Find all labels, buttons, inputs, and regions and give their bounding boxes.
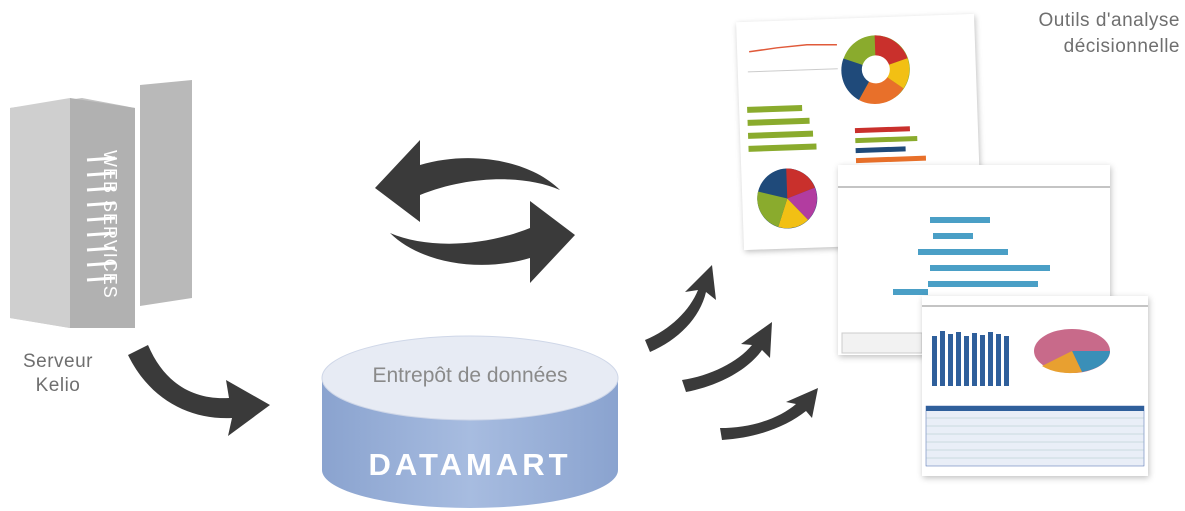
- age-pyramid-mini-chart: [838, 186, 1110, 354]
- sync-arrows-icon: [375, 140, 575, 283]
- pie-chart-icon: [757, 168, 818, 229]
- arrows-to-tools-icon: [645, 265, 818, 440]
- table-report-mini: [922, 305, 1148, 467]
- pie-3d-icon: [1034, 329, 1110, 374]
- server-icon: [10, 98, 135, 328]
- server-label: Serveur Kelio: [22, 351, 94, 396]
- dashboard-mini-charts: [747, 35, 927, 229]
- datamart-label: DATAMART: [368, 447, 572, 482]
- tools-label: Outils d'analyse décisionnelle: [1038, 10, 1180, 57]
- arrow-to-datamart-icon: [128, 345, 270, 436]
- report-sheet-table: [922, 296, 1148, 476]
- warehouse-label: Entrepôt de données: [372, 364, 568, 387]
- datamart-cylinder-icon: [321, 335, 619, 508]
- donut-chart-icon: [841, 35, 910, 104]
- web-services-server-icon: [140, 80, 192, 306]
- web-services-label: WEB SERVICES: [100, 150, 120, 299]
- report-sheet-dashboard: [736, 13, 982, 251]
